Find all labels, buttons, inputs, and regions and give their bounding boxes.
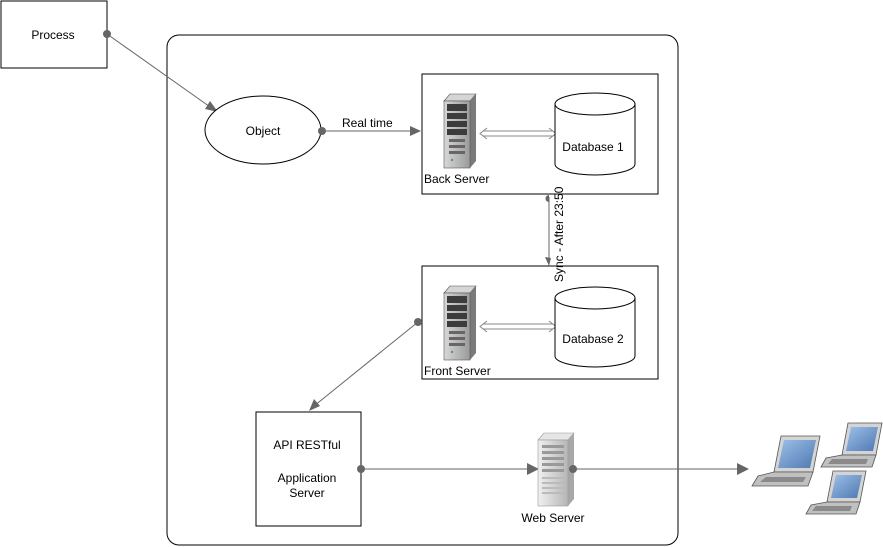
database-1-node[interactable]: Database 1	[554, 92, 636, 176]
api-application-server-node[interactable]: API RESTful Application Server	[255, 411, 362, 527]
front-server-label: Front Server	[424, 364, 491, 378]
process-node[interactable]: Process	[0, 0, 108, 69]
web-server-label: Web Server	[521, 511, 584, 525]
sync-connector: Sync - After 23:50	[545, 186, 566, 282]
front-server-group	[421, 265, 659, 380]
front-server-icon[interactable]	[443, 285, 477, 361]
front-db2-link	[479, 320, 557, 333]
system-boundary	[166, 34, 679, 546]
object-label: Object	[246, 124, 281, 138]
realtime-label: Real time	[342, 116, 393, 130]
object-node[interactable]: Object	[204, 95, 322, 165]
laptop-icon	[751, 422, 883, 515]
web-clients-connector	[569, 463, 749, 475]
sync-label: Sync - After 23:50	[552, 186, 566, 282]
back-db1-link	[479, 127, 557, 140]
database-2-label: Database 2	[562, 332, 624, 346]
database-2-node[interactable]: Database 2	[554, 286, 636, 368]
application-label: Application	[278, 471, 337, 485]
api-label: API RESTful	[273, 438, 340, 452]
process-object-connector	[103, 30, 218, 112]
database-1-label: Database 1	[562, 140, 624, 154]
back-server-group	[421, 73, 659, 195]
api-web-connector	[357, 463, 539, 475]
web-server-icon[interactable]	[537, 432, 575, 507]
server-label: Server	[289, 486, 324, 500]
front-api-connector	[309, 318, 422, 411]
back-server-label: Back Server	[424, 172, 489, 186]
process-label: Process	[31, 28, 74, 42]
back-server-icon[interactable]	[443, 93, 477, 169]
realtime-connector: Real time	[318, 116, 421, 136]
